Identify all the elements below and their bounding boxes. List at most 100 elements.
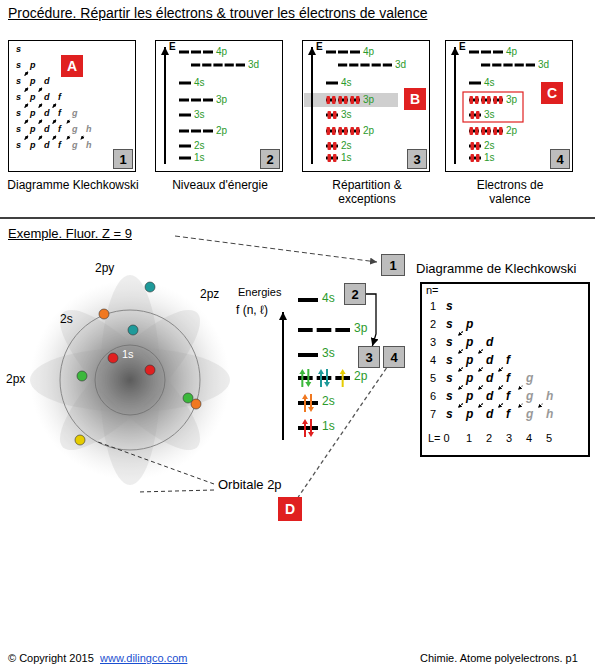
electron-spin bbox=[340, 369, 346, 374]
label: f bbox=[58, 124, 61, 134]
orbital-2pz bbox=[43, 293, 217, 467]
energy-level bbox=[326, 82, 338, 85]
klechkowski-arrow bbox=[67, 136, 70, 140]
energy-level bbox=[350, 51, 360, 54]
label: 3d bbox=[538, 59, 549, 71]
label: 4s bbox=[341, 77, 352, 89]
separator bbox=[0, 217, 595, 219]
label: 2s bbox=[484, 140, 495, 152]
klechkowski-arrow bbox=[478, 367, 483, 371]
label: E bbox=[316, 41, 323, 53]
electron bbox=[75, 435, 85, 445]
klechkowski-arrow bbox=[458, 349, 463, 353]
label: h bbox=[86, 140, 92, 150]
energy-level bbox=[203, 99, 213, 102]
label: s bbox=[16, 60, 21, 70]
klechkowski-arrow bbox=[25, 88, 28, 92]
label: d bbox=[486, 336, 493, 350]
electron bbox=[128, 325, 138, 335]
klechkowski-box: Diagramme de Klechkowski bbox=[420, 282, 590, 457]
electron-spin bbox=[308, 407, 314, 412]
electron bbox=[470, 96, 474, 104]
callout-text: 3 bbox=[365, 351, 372, 364]
valence-frame bbox=[463, 92, 523, 122]
energy-level bbox=[317, 376, 332, 380]
energy-level bbox=[191, 64, 200, 67]
energy-level bbox=[298, 353, 318, 357]
callout-text: C bbox=[547, 86, 557, 100]
label: 2s bbox=[60, 313, 73, 327]
label: 4p bbox=[363, 46, 374, 58]
electron bbox=[475, 96, 479, 104]
klechkowski-arrow bbox=[39, 88, 42, 92]
label: 2 bbox=[430, 318, 436, 331]
shell-2s bbox=[60, 310, 200, 450]
connector bbox=[366, 294, 376, 346]
electron bbox=[476, 142, 480, 150]
klechkowski-arrow bbox=[53, 104, 56, 108]
label: h bbox=[546, 390, 553, 404]
label: d bbox=[486, 408, 493, 422]
label: 1s bbox=[322, 420, 335, 434]
electron-spin bbox=[305, 382, 311, 387]
label: 4p bbox=[216, 46, 227, 58]
energy-level bbox=[179, 130, 189, 133]
label: p bbox=[466, 372, 473, 386]
label: 2p bbox=[354, 370, 367, 384]
shell-1s bbox=[95, 345, 165, 415]
step-panel: Electrons de valenceC4 bbox=[445, 40, 573, 172]
energy-level bbox=[481, 64, 490, 67]
label: 2p bbox=[506, 125, 517, 137]
label: 3s bbox=[322, 347, 335, 361]
electron bbox=[328, 111, 332, 119]
box-heading: Diagramme de Klechkowski bbox=[416, 261, 576, 277]
label: s bbox=[16, 124, 21, 134]
electron-spin bbox=[302, 419, 308, 424]
label: 2p bbox=[363, 125, 374, 137]
callout-number: 4 bbox=[383, 346, 405, 368]
label: f bbox=[58, 108, 61, 118]
label: 1s bbox=[484, 152, 495, 164]
label: d bbox=[486, 372, 493, 386]
label: f bbox=[506, 372, 510, 386]
electron bbox=[108, 353, 118, 363]
electron bbox=[499, 96, 503, 104]
label: s bbox=[446, 390, 453, 404]
label: 1s bbox=[341, 152, 352, 164]
label: p bbox=[466, 318, 473, 332]
callout-text: 1 bbox=[119, 153, 126, 166]
electron bbox=[470, 127, 474, 135]
energy-level bbox=[179, 99, 189, 102]
connector bbox=[298, 368, 386, 497]
label: d bbox=[486, 390, 493, 404]
label: 6 bbox=[430, 390, 436, 403]
label: Energies bbox=[238, 286, 281, 299]
electron bbox=[494, 127, 498, 135]
electron bbox=[482, 96, 486, 104]
panel-caption: Electrons de valence bbox=[462, 178, 558, 207]
callout-text: 1 bbox=[389, 259, 396, 272]
label: s bbox=[446, 300, 453, 314]
klechkowski-arrow bbox=[478, 403, 483, 407]
label: p bbox=[466, 354, 473, 368]
electron bbox=[339, 127, 343, 135]
label: 4 bbox=[526, 432, 532, 445]
label: d bbox=[44, 108, 50, 118]
electron bbox=[333, 154, 337, 162]
label: 4s bbox=[484, 77, 495, 89]
klechkowski-arrow bbox=[39, 136, 42, 140]
label: 3s bbox=[341, 109, 352, 121]
callout-number: 2 bbox=[344, 283, 366, 305]
label: s bbox=[446, 336, 453, 350]
label: 2pz bbox=[200, 288, 219, 302]
klechkowski-arrow bbox=[39, 120, 42, 124]
electron-spin bbox=[310, 419, 312, 434]
label: g bbox=[72, 124, 78, 134]
energy-axis bbox=[454, 47, 456, 164]
klechkowski-arrow bbox=[25, 120, 28, 124]
step-panel: Niveaux d'énergie2 bbox=[155, 40, 283, 172]
label: 2px bbox=[6, 373, 25, 387]
electron-spin bbox=[310, 394, 312, 409]
label: d bbox=[44, 124, 50, 134]
